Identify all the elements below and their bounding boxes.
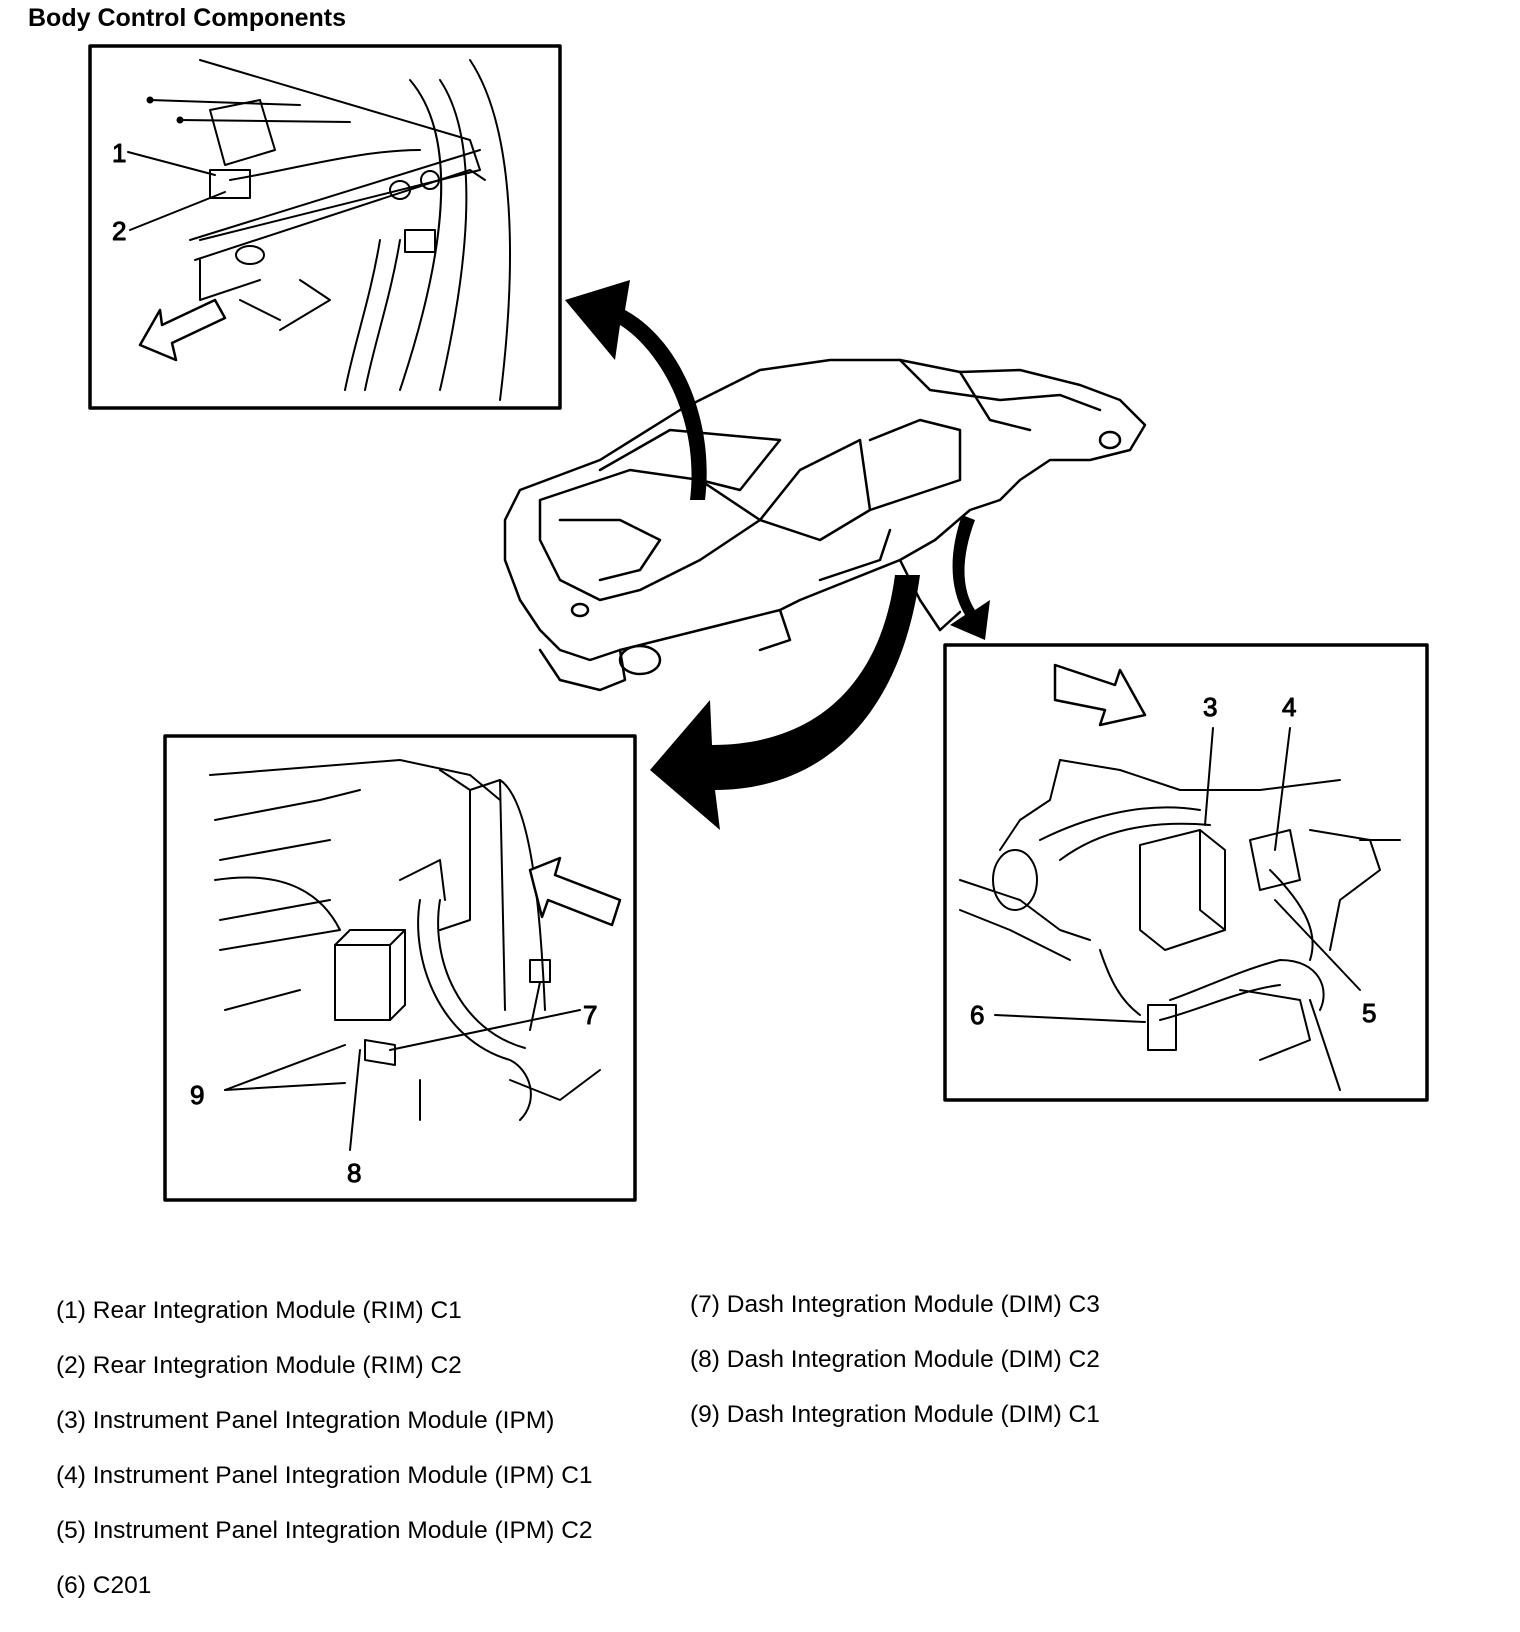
legend-item: (8) Dash Integration Module (DIM) C2 xyxy=(690,1346,1100,1373)
callout-5: 5 xyxy=(1362,998,1376,1028)
callout-1: 1 xyxy=(112,138,126,168)
callout-8: 8 xyxy=(347,1158,361,1188)
car-body-icon xyxy=(503,358,1147,692)
legend-right: (7) Dash Integration Module (DIM) C3 (8)… xyxy=(690,1290,1100,1455)
ipm-detail-panel xyxy=(943,643,1429,1102)
legend-item: (4) Instrument Panel Integration Module … xyxy=(56,1462,593,1489)
diagram-title: Body Control Components xyxy=(28,4,347,32)
callout-3: 3 xyxy=(1203,692,1217,722)
legend-item: (9) Dash Integration Module (DIM) C1 xyxy=(690,1401,1100,1428)
legend-left: (1) Rear Integration Module (RIM) C1 (2)… xyxy=(56,1296,593,1626)
legend-item: (6) C201 xyxy=(56,1572,152,1599)
callout-2: 2 xyxy=(112,216,126,246)
curved-arrow-icon xyxy=(565,280,707,500)
callout-6: 6 xyxy=(970,1000,984,1030)
legend-item: (7) Dash Integration Module (DIM) C3 xyxy=(690,1291,1100,1318)
curved-arrow-icon xyxy=(650,575,920,830)
callout-7: 7 xyxy=(583,1000,597,1030)
rim-detail-panel xyxy=(88,44,562,410)
direction-arrow-icon xyxy=(1053,663,1147,727)
direction-arrow-icon xyxy=(528,856,622,927)
callout-9: 9 xyxy=(190,1080,204,1110)
curved-arrow-icon xyxy=(950,515,990,640)
legend-item: (2) Rear Integration Module (RIM) C2 xyxy=(56,1352,462,1379)
direction-arrow-icon xyxy=(138,298,227,362)
legend-item: (3) Instrument Panel Integration Module … xyxy=(56,1407,555,1434)
legend-item: (5) Instrument Panel Integration Module … xyxy=(56,1517,593,1544)
legend-item: (1) Rear Integration Module (RIM) C1 xyxy=(56,1297,462,1324)
callout-4: 4 xyxy=(1282,692,1296,722)
diagram-artwork: 1 2 3 4 5 6 7 8 9 xyxy=(88,44,1429,1202)
dim-detail-panel xyxy=(163,734,637,1202)
